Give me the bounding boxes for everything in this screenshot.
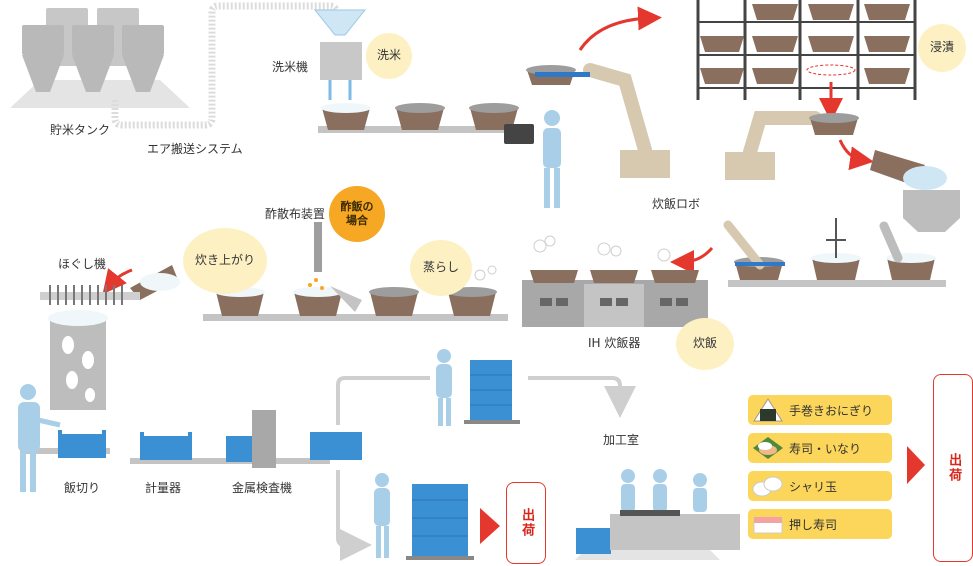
air-transport-pipe [111,2,340,129]
bubble-cooking: 炊飯 [676,318,734,370]
storage-tank-group [10,8,190,108]
label-air-transport: エア搬送システム [147,142,243,156]
product-label-pressed: 押し寿司 [789,517,838,532]
label-loosener: ほぐし機 [58,257,107,271]
worker-cutting [18,384,61,492]
pressed-sushi-icon [753,517,783,534]
metal-detector [226,410,276,468]
worker-cart-lower [374,473,474,560]
label-rice-washer: 洗米機 [272,60,309,74]
sushi-inari-icon [753,437,783,459]
arrow-to-loosener [102,268,133,295]
label-storage-tank: 貯米タンク [50,123,111,137]
ih-rice-cooker [522,235,708,327]
ship-box-right: 出荷 [933,374,973,562]
bubble-cooked: 炊き上がり [183,228,267,294]
loosener-machine [40,285,140,410]
label-processing-room: 加工室 [603,433,640,447]
bubble-vinegar-case: 酢飯の場合 [329,186,385,242]
product-item-shari: シャリ玉 [748,471,892,501]
soaking-rack [696,0,917,100]
flow-line-to-room [528,376,636,418]
container-after-detector [310,432,362,460]
label-metal-detector: 金属検査機 [232,481,293,495]
flow-line-upper [336,376,430,425]
label-ih-cooker: IH 炊飯器 [588,336,641,350]
worker-tablet [504,110,561,208]
product-item-sushi: 寿司・いなり [748,433,892,463]
label-rice-robot: 炊飯ロボ [652,197,701,211]
bubble-washing: 洗米 [366,33,412,79]
flow-line-lower [336,470,372,561]
tipping-pot-2 [130,265,180,300]
conveyor-steaming [203,314,508,321]
product-label-onigiri: 手巻きおにぎり [789,403,874,418]
bubble-steaming: 蒸らし [410,240,472,296]
shari-ball-icon [752,476,783,497]
label-cutting: 飯切り [64,481,101,495]
product-item-pressed: 押し寿司 [748,509,892,539]
product-label-shari: シャリ玉 [789,479,838,494]
arrow-to-ih [670,246,714,274]
robot-arm-2 [725,111,859,180]
ship-arrow-left [480,508,500,544]
pot-row-cooker-robot [723,218,936,280]
processing-room [575,469,740,560]
rice-washer [313,9,367,100]
product-label-sushi: 寿司・いなり [789,441,862,456]
worker-cart-upper [436,349,520,426]
pot-row-washing [321,103,519,130]
arrow-to-tip [838,139,874,171]
label-weighing: 計量器 [145,481,182,495]
pot-row-steaming [215,222,497,316]
label-vinegar-dispenser: 酢散布装置 [265,207,326,221]
arrow-to-rack [578,6,662,51]
conveyor-cooker [728,280,946,287]
ship-box-left: 出荷 [506,482,546,564]
onigiri-icon [753,398,783,422]
container-weighing [140,430,192,460]
bubble-vinegar-text: 酢飯の場合 [340,199,374,227]
ship-arrow-right [907,446,925,484]
bubble-soaking: 浸漬 [918,24,966,72]
product-item-onigiri: 手巻きおにぎり [748,395,892,425]
robot-arm-1 [526,63,670,178]
tipping-pot [870,150,960,232]
container-cutting [58,428,106,458]
